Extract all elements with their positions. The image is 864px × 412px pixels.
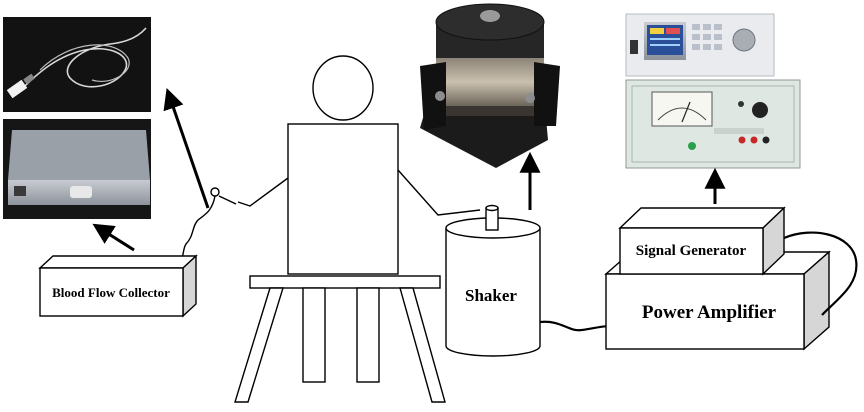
table-leg-center-left	[302, 287, 326, 383]
person-right-arm	[397, 169, 481, 216]
sensor-probe	[210, 187, 220, 197]
blood-flow-collector-label: Blood Flow Collector	[52, 285, 170, 300]
instruments-photo	[625, 13, 801, 169]
shaker-device-photo	[420, 3, 560, 168]
table-stand	[234, 275, 446, 403]
table-leg-center-right	[356, 287, 380, 383]
generator-amplifier-cable	[783, 231, 858, 316]
signal-generator-label: Signal Generator	[636, 243, 747, 259]
table-leg-right	[399, 287, 446, 403]
arrow-to-collector-photo	[92, 223, 135, 252]
table-top	[249, 275, 441, 289]
blood-flow-collector-box	[38, 254, 198, 318]
shaker-label: Shaker	[465, 286, 517, 305]
person-left-arm	[237, 177, 289, 207]
collector-device-photo	[3, 119, 151, 219]
shaker-shaft	[485, 207, 499, 231]
person-figure	[177, 55, 481, 275]
table-leg-left	[234, 287, 284, 403]
probe-cable-photo	[3, 17, 151, 112]
arrow-to-probe-photo	[163, 88, 210, 209]
arrows	[92, 88, 726, 252]
signal-generator-box	[618, 206, 786, 276]
shaker-cylinder	[445, 204, 541, 357]
person-head	[312, 55, 374, 121]
power-amplifier-label: Power Amplifier	[642, 302, 777, 323]
probe-wire	[177, 195, 216, 263]
person-body	[287, 123, 399, 275]
